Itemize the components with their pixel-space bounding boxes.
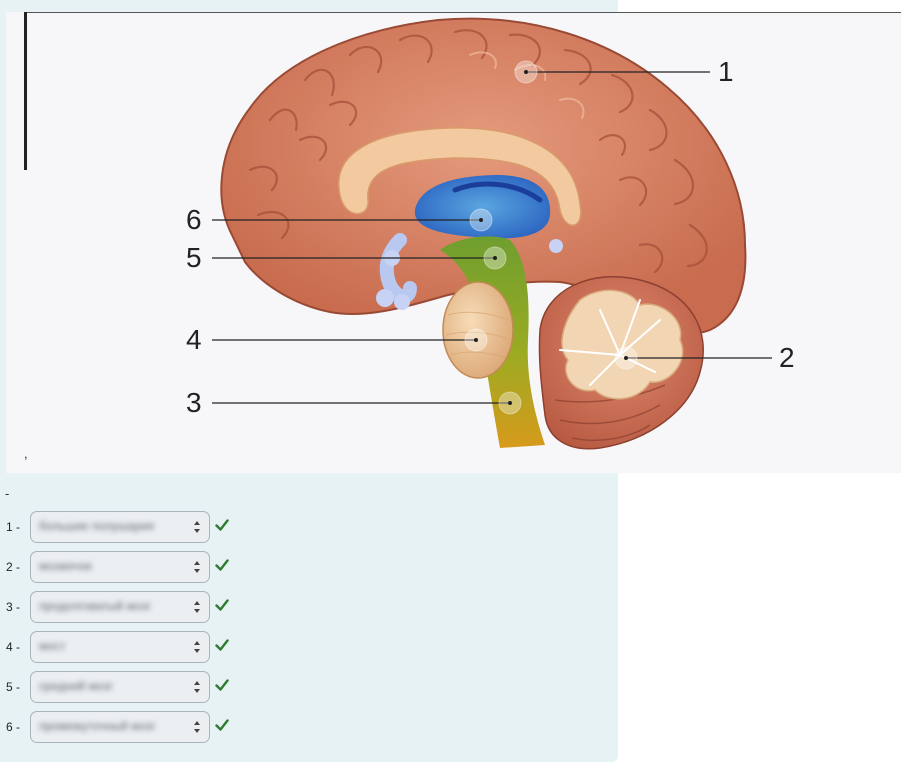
- answer-row-label: 6 -: [6, 720, 20, 734]
- select-arrows-icon: [193, 519, 201, 535]
- answer-select-6[interactable]: промежуточный мозг: [30, 711, 210, 743]
- answer-select-5[interactable]: средний мозг: [30, 671, 210, 703]
- select-value: продолговатый мозг: [39, 599, 151, 613]
- answer-row-5: 5 - средний мозг: [0, 671, 260, 705]
- answer-row-label: 4 -: [6, 640, 20, 654]
- brain-diagram: 1 2 3 4 5 6: [0, 0, 901, 480]
- answer-row-label: 3 -: [6, 600, 20, 614]
- select-value: мост: [39, 639, 65, 653]
- dash-mark: -: [5, 486, 9, 501]
- label-3: 3: [186, 387, 202, 418]
- answer-row-4: 4 - мост: [0, 631, 260, 665]
- answer-select-1[interactable]: большие полушария: [30, 511, 210, 543]
- select-value: промежуточный мозг: [39, 719, 156, 733]
- answer-select-4[interactable]: мост: [30, 631, 210, 663]
- select-value: большие полушария: [39, 519, 154, 533]
- correct-check-icon: [215, 678, 229, 692]
- select-arrows-icon: [193, 639, 201, 655]
- answer-row-2: 2 - мозжечок: [0, 551, 260, 585]
- label-5: 5: [186, 242, 202, 273]
- label-1: 1: [718, 56, 734, 87]
- answer-row-3: 3 - продолговатый мозг: [0, 591, 260, 625]
- select-value: средний мозг: [39, 679, 113, 693]
- correct-check-icon: [215, 718, 229, 732]
- select-arrows-icon: [193, 559, 201, 575]
- stray-mark: ,: [24, 446, 28, 461]
- label-4: 4: [186, 324, 202, 355]
- select-arrows-icon: [193, 719, 201, 735]
- label-2: 2: [779, 342, 795, 373]
- correct-check-icon: [215, 518, 229, 532]
- correct-check-icon: [215, 598, 229, 612]
- answer-select-2[interactable]: мозжечок: [30, 551, 210, 583]
- select-arrows-icon: [193, 679, 201, 695]
- correct-check-icon: [215, 638, 229, 652]
- answer-select-3[interactable]: продолговатый мозг: [30, 591, 210, 623]
- answer-row-6: 6 - промежуточный мозг: [0, 711, 260, 745]
- select-value: мозжечок: [39, 559, 92, 573]
- left-rule: [24, 12, 27, 170]
- answer-row-label: 1 -: [6, 520, 20, 534]
- answer-row-label: 2 -: [6, 560, 20, 574]
- answer-row-1: 1 - большие полушария: [0, 511, 260, 545]
- select-arrows-icon: [193, 599, 201, 615]
- answer-row-label: 5 -: [6, 680, 20, 694]
- correct-check-icon: [215, 558, 229, 572]
- label-6: 6: [186, 204, 202, 235]
